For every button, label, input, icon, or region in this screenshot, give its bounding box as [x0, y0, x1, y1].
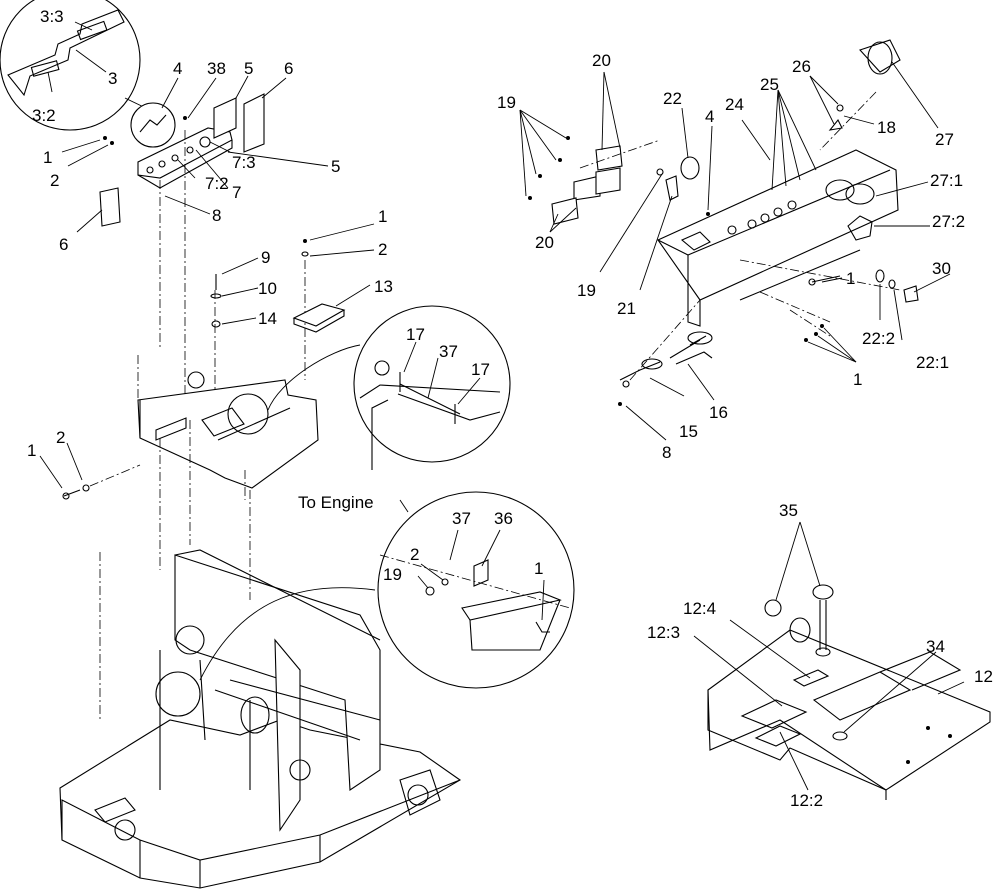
- label-1-c: 1: [27, 441, 36, 460]
- main-frame: [59, 420, 462, 889]
- label-6-b: 6: [59, 235, 68, 254]
- label-17-b: 17: [471, 360, 490, 379]
- label-8: 8: [212, 206, 221, 225]
- label-38: 38: [207, 59, 226, 78]
- panel-hardware: [739, 259, 919, 342]
- upper-bracket-assembly: [99, 93, 306, 420]
- label-26: 26: [792, 57, 811, 76]
- label-4-b: 4: [705, 107, 714, 126]
- label-5: 5: [244, 59, 253, 78]
- label-37: 37: [439, 342, 458, 361]
- label-to-engine: To Engine: [298, 493, 374, 512]
- label-13: 13: [374, 277, 393, 296]
- label-20: 20: [592, 51, 611, 70]
- label-19-c: 19: [577, 281, 596, 300]
- label-14: 14: [258, 309, 277, 328]
- label-1-b: 1: [378, 207, 387, 226]
- label-20-b: 20: [535, 233, 554, 252]
- label-3-2: 3:2: [32, 106, 56, 125]
- label-12-4: 12:4: [683, 599, 716, 618]
- label-15: 15: [679, 422, 698, 441]
- left-bolt: [62, 464, 141, 500]
- levers: [618, 299, 713, 406]
- label-12: 12: [974, 667, 993, 686]
- label-7-3: 7:3: [232, 153, 256, 172]
- label-3: 3: [108, 69, 117, 88]
- label-2-b: 2: [378, 240, 387, 259]
- label-8-b: 8: [662, 443, 671, 462]
- label-2: 2: [50, 171, 59, 190]
- label-7: 7: [232, 183, 241, 202]
- label-22: 22: [663, 89, 682, 108]
- label-19: 19: [383, 565, 402, 584]
- label-35: 35: [779, 501, 798, 520]
- label-1: 1: [43, 148, 52, 167]
- label-4: 4: [173, 59, 182, 78]
- switch-cluster: [528, 136, 679, 225]
- bolt-stack: [210, 239, 346, 333]
- label-6: 6: [284, 59, 293, 78]
- label-16: 16: [709, 403, 728, 422]
- label-1-d: 1: [534, 559, 543, 578]
- label-10: 10: [258, 279, 277, 298]
- label-18: 18: [877, 118, 896, 137]
- label-34: 34: [926, 637, 945, 656]
- label-1-e: 1: [846, 269, 855, 288]
- detail-circle-engine: [377, 491, 575, 689]
- detail-circle-3: [0, 0, 151, 131]
- label-12-2: 12:2: [790, 791, 823, 810]
- plate-12: [707, 584, 991, 800]
- detail-circle-17: [353, 305, 511, 470]
- label-21: 21: [617, 299, 636, 318]
- label-19-b: 19: [497, 93, 516, 112]
- label-37-b: 37: [452, 509, 471, 528]
- label-30: 30: [932, 259, 951, 278]
- control-panel: [657, 39, 901, 327]
- label-27-1: 27:1: [930, 171, 963, 190]
- label-12-3: 12:3: [647, 623, 680, 642]
- label-27-2: 27:2: [932, 212, 965, 231]
- label-5-b: 5: [331, 157, 340, 176]
- label-17: 17: [406, 325, 425, 344]
- label-36: 36: [494, 509, 513, 528]
- label-24: 24: [725, 95, 744, 114]
- label-2-d: 2: [410, 545, 419, 564]
- label-2-c: 2: [56, 428, 65, 447]
- label-22-2: 22:2: [862, 329, 895, 348]
- label-9: 9: [261, 248, 270, 267]
- mid-plate: [137, 344, 361, 570]
- label-3-3: 3:3: [40, 7, 64, 26]
- label-1-f: 1: [853, 370, 862, 389]
- label-7-2: 7:2: [205, 174, 229, 193]
- label-22-1: 22:1: [916, 353, 949, 372]
- label-25: 25: [760, 75, 779, 94]
- label-27: 27: [935, 130, 954, 149]
